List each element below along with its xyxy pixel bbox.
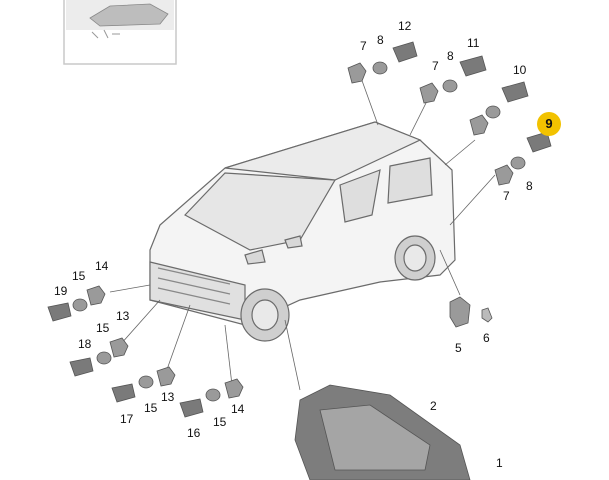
callout-15: 15 [144,401,158,415]
callout-8: 8 [447,49,454,63]
callout-7: 7 [503,189,510,203]
callout-18: 18 [78,337,92,351]
callout-15: 15 [72,269,86,283]
callout-13: 13 [161,390,175,404]
callout-12: 12 [398,19,412,33]
callout-1: 1 [496,456,503,470]
callout-10: 10 [513,63,527,77]
callout-15: 15 [213,415,227,429]
leader-lines [109,74,496,391]
callout-16: 16 [187,426,201,440]
callout-6: 6 [483,331,490,345]
callout-13: 13 [116,309,130,323]
callout-11: 11 [467,36,480,50]
callout-5: 5 [455,341,462,355]
callout-19: 19 [54,284,68,298]
overview-thumbnail [63,0,177,65]
callout-7: 7 [360,39,367,53]
callout-8: 8 [377,33,384,47]
callout-7: 7 [432,59,439,73]
callout-9-highlighted: 9 [537,112,561,136]
callout-2: 2 [430,399,437,413]
parts [47,41,552,480]
van-illustration [149,121,456,342]
callout-14: 14 [95,259,109,273]
callout-8: 8 [526,179,533,193]
callout-15: 15 [96,321,110,335]
callout-17: 17 [120,412,134,426]
callout-14: 14 [231,402,245,416]
